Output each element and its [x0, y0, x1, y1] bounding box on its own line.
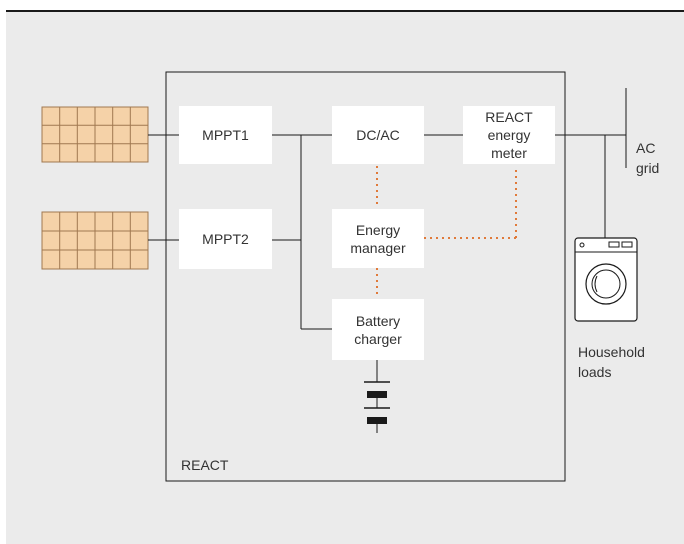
power-wiring [148, 88, 627, 382]
react-system-label: REACT [181, 457, 229, 473]
ac-grid-label: AC grid [636, 140, 660, 176]
washing-machine-icon [574, 237, 638, 322]
dcac-block: DC/AC [332, 106, 424, 164]
communication-links [376, 166, 517, 298]
dcac-label: DC/AC [356, 127, 400, 143]
energy-meter-label: REACT energy meter [485, 109, 533, 161]
battery-icon [364, 381, 390, 433]
solar-panel-icon [41, 211, 149, 270]
mppt2-label: MPPT2 [202, 231, 249, 247]
mppt1-label: MPPT1 [202, 127, 249, 143]
energy-manager-label: Energy manager [350, 221, 406, 256]
energy-meter-block: REACT energy meter [463, 106, 555, 164]
diagram-background [6, 12, 684, 544]
solar-panel-icon [41, 106, 149, 163]
mppt1-block: MPPT1 [179, 106, 272, 164]
mppt2-block: MPPT2 [179, 209, 272, 269]
battery-charger-block: Battery charger [332, 299, 424, 360]
household-loads-label: Household loads [578, 344, 645, 380]
energy-manager-block: Energy manager [332, 209, 424, 268]
battery-charger-label: Battery charger [354, 312, 402, 347]
top-rule [6, 10, 684, 12]
react-system-boundary [165, 71, 566, 482]
